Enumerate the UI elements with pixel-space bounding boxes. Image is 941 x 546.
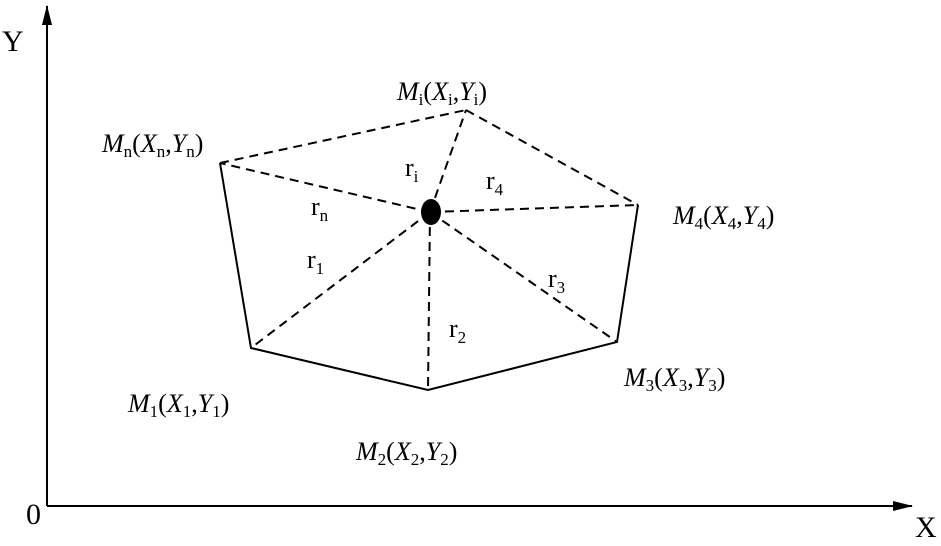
radius-line-ri bbox=[429, 109, 467, 213]
point-label-m1: M1(X1,Y1) bbox=[127, 389, 229, 421]
point-label-mn: Mn(Xn,Yn) bbox=[101, 129, 203, 161]
point-label-m2: M2(X2,Y2) bbox=[355, 437, 457, 469]
radius-line-r3 bbox=[429, 211, 618, 343]
edge-mi-m4 bbox=[465, 109, 639, 206]
radius-label-rn: rn bbox=[311, 192, 329, 225]
point-label-mi: Mi(Xi,Yi) bbox=[396, 77, 487, 109]
edge-mn-mi bbox=[219, 109, 467, 164]
radius-line-r4 bbox=[429, 204, 639, 213]
radius-line-rn bbox=[219, 162, 431, 213]
y-axis-label: Y bbox=[2, 25, 24, 58]
origin-label: 0 bbox=[26, 498, 41, 531]
radius-label-r1: r1 bbox=[307, 245, 324, 278]
radius-label-r4: r4 bbox=[486, 166, 504, 199]
radius-label-r3: r3 bbox=[548, 264, 565, 297]
polygon-solid-boundary bbox=[219, 162, 639, 392]
radius-label-ri: ri bbox=[405, 153, 419, 186]
radius-line-r1 bbox=[250, 211, 431, 349]
radius-label-r2: r2 bbox=[449, 314, 466, 347]
point-label-m3: M3(X3,Y3) bbox=[623, 363, 725, 395]
radius-line-r2 bbox=[427, 211, 431, 391]
point-label-m4: M4(X4,Y4) bbox=[672, 201, 774, 233]
x-axis-label: X bbox=[915, 511, 937, 544]
center-point bbox=[421, 199, 441, 225]
